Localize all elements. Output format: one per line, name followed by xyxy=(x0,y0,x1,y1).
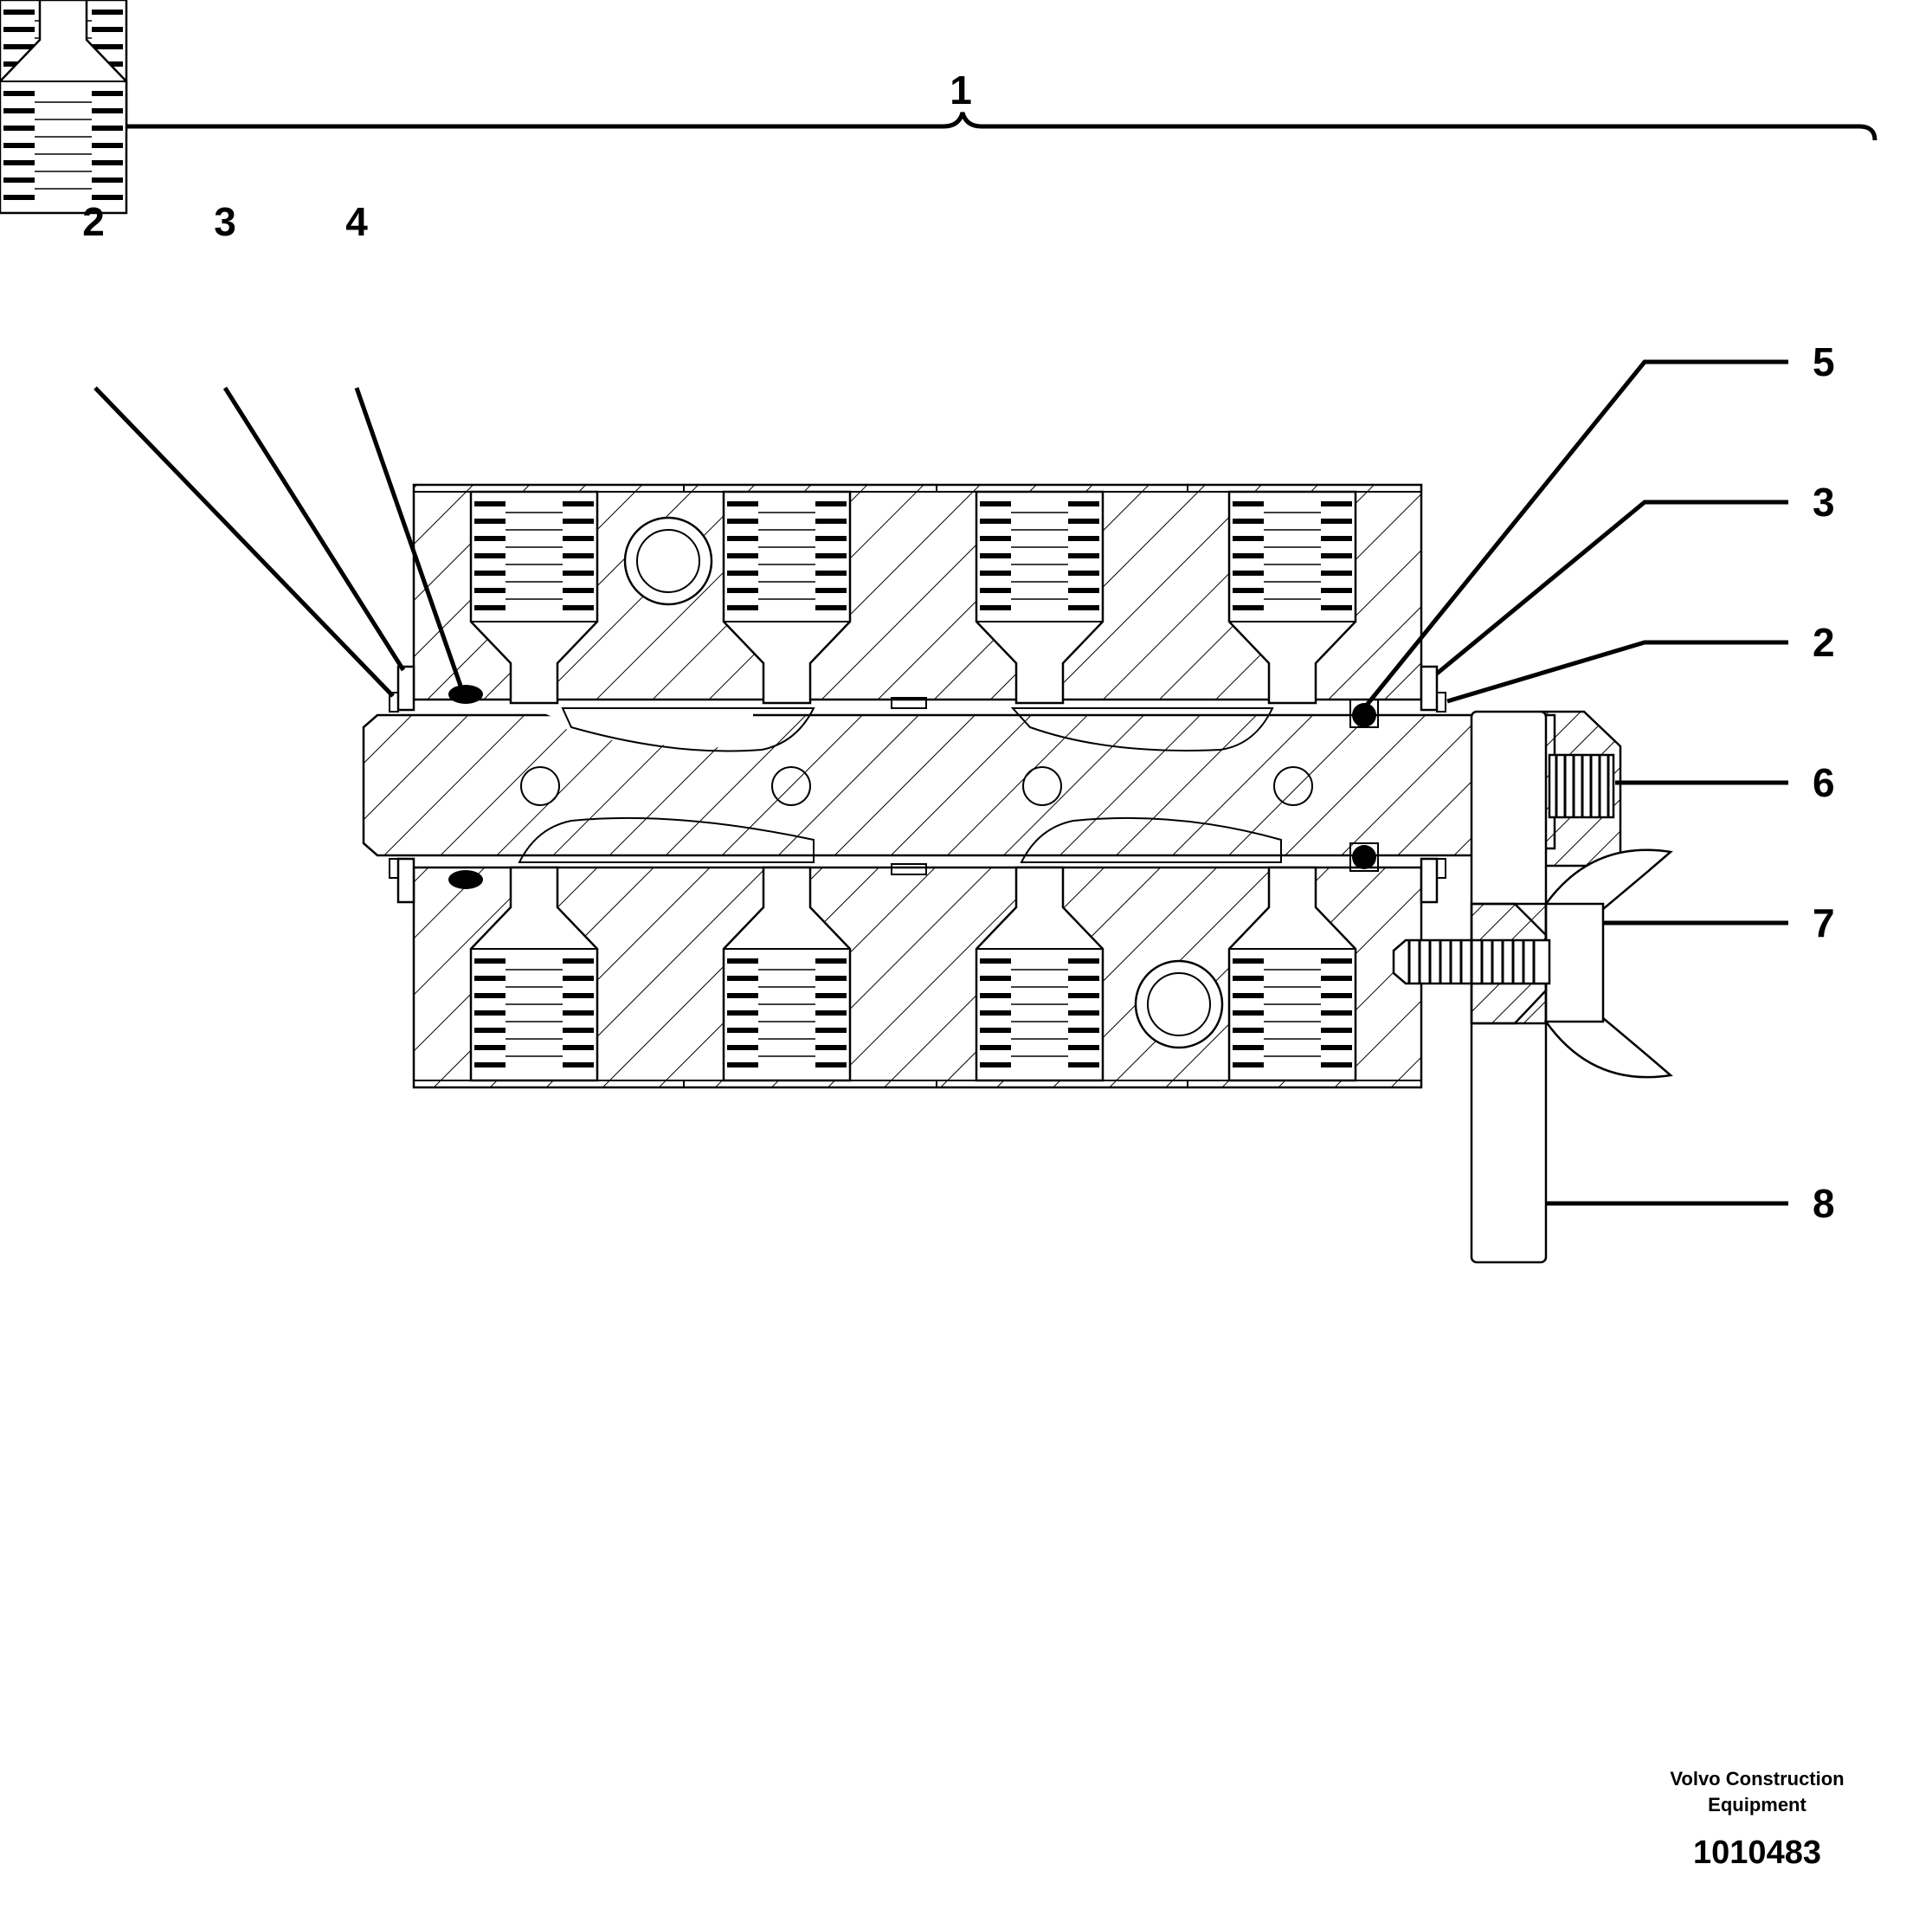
assembly-brace xyxy=(60,112,1877,141)
right-retainers xyxy=(1420,665,1446,904)
callout-8-right: 8 xyxy=(1813,1181,1835,1226)
lower-valve-body xyxy=(0,0,1423,1089)
callout-3-left: 3 xyxy=(214,199,236,244)
company-name-line1: Volvo Construction xyxy=(1670,1768,1844,1790)
drawing-number: 1010483 xyxy=(1693,1835,1821,1871)
callout-1: 1 xyxy=(950,68,972,113)
bolt xyxy=(1392,938,1551,985)
left-retainers xyxy=(389,665,415,904)
callout-6-right: 6 xyxy=(1813,760,1835,805)
o-ring-left-lower xyxy=(448,870,483,889)
end-block xyxy=(1541,710,1622,867)
callout-2-right: 2 xyxy=(1813,620,1835,665)
wing-nut xyxy=(1470,848,1673,1079)
o-ring-right-lower xyxy=(1352,845,1376,869)
spool xyxy=(362,707,1556,863)
callout-5-right: 5 xyxy=(1813,339,1835,384)
callout-4-left: 4 xyxy=(345,199,368,244)
callout-3-right: 3 xyxy=(1813,480,1835,525)
o-ring-left-upper xyxy=(448,685,483,704)
leader-lines xyxy=(93,359,1788,1206)
upper-valve-body xyxy=(0,0,1423,703)
o-ring-right-upper xyxy=(1352,703,1376,727)
callout-2-left: 2 xyxy=(82,199,105,244)
company-name-line2: Equipment xyxy=(1708,1794,1806,1816)
callout-7-right: 7 xyxy=(1813,900,1835,945)
